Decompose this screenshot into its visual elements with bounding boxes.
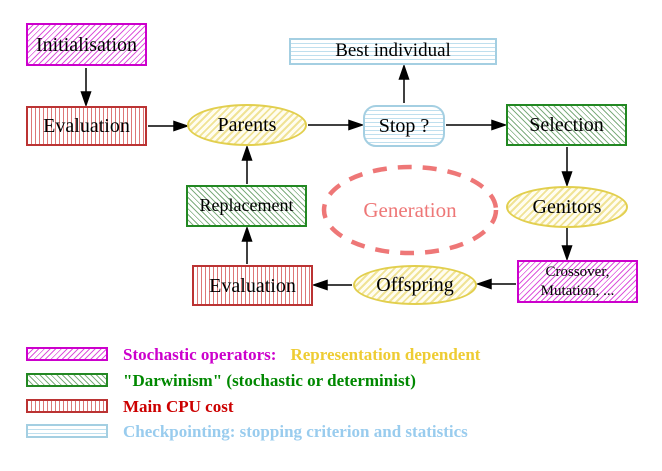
legend-swatch-stochastic-operators (26, 347, 108, 361)
arrow-initialisation-to-evaluation (80, 68, 92, 108)
arrow-parents-to-stop (308, 119, 365, 131)
arrow-evaluation-to-replacement (241, 225, 253, 264)
arrow-replacement-to-parents (241, 144, 253, 184)
node-offspring: Offspring (353, 265, 477, 305)
node-evaluation-top: Evaluation (26, 106, 147, 146)
node-initialisation: Initialisation (26, 23, 147, 66)
crossover-line1: Crossover, (545, 263, 610, 280)
arrow-selection-to-genitors (561, 147, 573, 188)
node-selection: Selection (506, 104, 627, 146)
arrow-evaluation-to-parents (148, 120, 190, 132)
legend-label-stochastic-operators: Stochastic operators: (123, 345, 277, 364)
node-replacement: Replacement (186, 185, 307, 227)
legend-label-checkpointing: Checkpointing: stopping criterion and st… (123, 422, 468, 441)
node-crossover-mutation: Crossover, Mutation, ... (517, 260, 638, 303)
legend-swatch-checkpointing (26, 424, 108, 438)
node-best-individual: Best individual (289, 38, 497, 65)
arrow-stop-to-selection (446, 119, 508, 131)
arrow-stop-to-best-individual (398, 63, 410, 103)
node-parents: Parents (187, 104, 307, 146)
legend-row-stochastic-operators: Stochastic operators: Representation dep… (123, 345, 480, 365)
legend-label-main-cpu-cost: Main CPU cost (123, 397, 234, 416)
arrow-genitors-to-crossover (561, 228, 573, 262)
node-stop: Stop ? (363, 105, 445, 147)
generation-label: Generation (363, 197, 457, 222)
legend-swatch-main-cpu-cost (26, 399, 108, 413)
arrow-offspring-to-evaluation (311, 279, 352, 291)
legend-swatch-darwinism (26, 373, 108, 387)
crossover-line2: Mutation, ... (540, 282, 615, 299)
legend-row-darwinism: "Darwinism" (stochastic or determinist) (123, 371, 416, 391)
generation-loop-dashed-ellipse (321, 164, 499, 256)
node-genitors: Genitors (506, 186, 628, 228)
legend-row-main-cpu-cost: Main CPU cost (123, 397, 233, 417)
node-evaluation-bottom: Evaluation (192, 265, 313, 306)
arrow-crossover-to-offspring (475, 278, 516, 290)
legend-label-representation-dependent: Representation dependent (290, 345, 481, 364)
legend-row-checkpointing: Checkpointing: stopping criterion and st… (123, 422, 468, 442)
legend-label-darwinism: "Darwinism" (stochastic or determinist) (123, 371, 416, 390)
